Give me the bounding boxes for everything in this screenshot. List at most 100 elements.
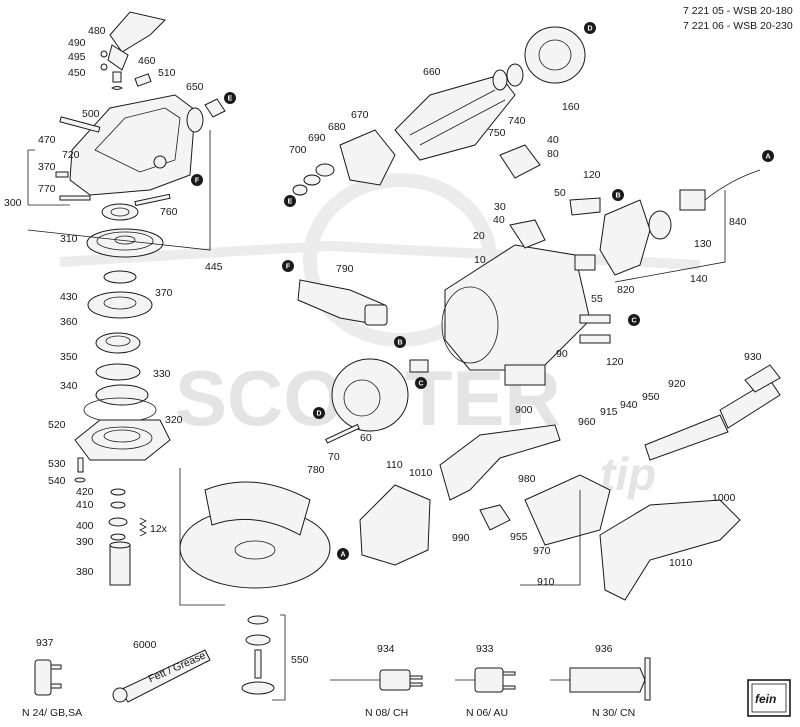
part-number-90: 90	[556, 348, 568, 360]
part-number-55: 55	[591, 293, 603, 305]
callout-e: E	[224, 92, 236, 104]
part-number-330: 330	[153, 368, 171, 380]
part-number-310: 310	[60, 233, 78, 245]
part-number-840: 840	[729, 216, 747, 228]
part-number-460: 460	[138, 55, 156, 67]
model-line-1: 7 221 05 - WSB 20-180	[683, 5, 793, 17]
part-number-50: 50	[554, 187, 566, 199]
part-number-790: 790	[336, 263, 354, 275]
part-number-445: 445	[205, 261, 223, 273]
callout-f: F	[191, 174, 203, 186]
part-number-490: 490	[68, 37, 86, 49]
part-number-450: 450	[68, 67, 86, 79]
part-number-12x: 12x	[150, 523, 168, 535]
part-number-160: 160	[562, 101, 580, 113]
callout-c: C	[415, 377, 427, 389]
side-handle	[297, 279, 388, 326]
part-number-933: 933	[476, 643, 494, 655]
part-number-740: 740	[508, 115, 526, 127]
part-number-980: 980	[518, 473, 536, 485]
guard-and-disc	[179, 468, 331, 701]
svg-text:C: C	[418, 381, 423, 388]
switch-group	[359, 169, 781, 601]
part-number-937: 937	[36, 637, 54, 649]
callout-c: C	[628, 314, 640, 326]
svg-text:D: D	[587, 26, 592, 33]
svg-text:E: E	[288, 199, 293, 206]
part-number-936: 936	[595, 643, 613, 655]
part-number-6000: 6000	[133, 639, 157, 651]
part-number-680: 680	[328, 121, 346, 133]
callout-b: B	[612, 189, 624, 201]
brand-logo: fein	[747, 679, 791, 717]
svg-text:A: A	[765, 154, 770, 161]
svg-text:D: D	[316, 411, 321, 418]
part-number-480: 480	[88, 25, 106, 37]
part-number-920: 920	[668, 378, 686, 390]
callout-d: D	[584, 22, 596, 34]
part-number-690: 690	[308, 132, 326, 144]
field-coil	[325, 358, 429, 444]
part-number-820: 820	[617, 284, 635, 296]
caption-933: N 06/ AU	[466, 707, 508, 719]
model-line-2: 7 221 06 - WSB 20-230	[683, 20, 793, 32]
motor-housing	[441, 144, 591, 386]
svg-text:F: F	[195, 178, 200, 185]
part-number-955: 955	[510, 531, 528, 543]
part-number-40: 40	[547, 134, 559, 146]
part-number-370: 370	[155, 287, 173, 299]
part-number-360: 360	[60, 316, 78, 328]
part-number-340: 340	[60, 380, 78, 392]
part-number-970: 970	[533, 545, 551, 557]
part-number-140: 140	[690, 273, 708, 285]
part-number-960: 960	[578, 416, 596, 428]
part-number-120: 120	[583, 169, 601, 181]
part-number-950: 950	[642, 391, 660, 403]
caption-937: N 24/ GB,SA	[22, 707, 82, 719]
callout-a: A	[762, 150, 774, 162]
part-number-660: 660	[423, 66, 441, 78]
part-number-410: 410	[76, 499, 94, 511]
part-number-400: 400	[76, 520, 94, 532]
part-number-470: 470	[38, 134, 56, 146]
part-number-910: 910	[537, 576, 555, 588]
part-number-495: 495	[68, 51, 86, 63]
part-number-130: 130	[694, 238, 712, 250]
part-number-120: 120	[606, 356, 624, 368]
part-number-670: 670	[351, 109, 369, 121]
part-number-60: 60	[360, 432, 372, 444]
part-number-510: 510	[158, 67, 176, 79]
part-number-40: 40	[493, 214, 505, 226]
part-number-720: 720	[62, 149, 80, 161]
part-number-930: 930	[744, 351, 762, 363]
part-number-30: 30	[494, 201, 506, 213]
part-number-390: 390	[76, 536, 94, 548]
caption-936: N 30/ CN	[592, 707, 635, 719]
svg-text:C: C	[631, 318, 636, 325]
part-number-430: 430	[60, 291, 78, 303]
grease-tube-label: Fett / Grease	[147, 649, 208, 685]
part-number-530: 530	[48, 458, 66, 470]
part-number-540: 540	[48, 475, 66, 487]
part-number-770: 770	[38, 183, 56, 195]
callout-b: B	[394, 336, 406, 348]
part-number-750: 750	[488, 127, 506, 139]
part-number-500: 500	[82, 108, 100, 120]
part-number-70: 70	[328, 451, 340, 463]
svg-text:B: B	[397, 340, 402, 347]
armature-group	[292, 26, 586, 196]
part-number-650: 650	[186, 81, 204, 93]
gear-head-group	[27, 11, 226, 586]
part-number-760: 760	[160, 206, 178, 218]
part-number-550: 550	[291, 654, 309, 666]
part-number-10: 10	[474, 254, 486, 266]
part-number-520: 520	[48, 419, 66, 431]
callout-d: D	[313, 407, 325, 419]
callout-a: A	[337, 548, 349, 560]
part-number-1010: 1010	[409, 467, 433, 479]
svg-text:A: A	[340, 552, 345, 559]
part-number-80: 80	[547, 148, 559, 160]
